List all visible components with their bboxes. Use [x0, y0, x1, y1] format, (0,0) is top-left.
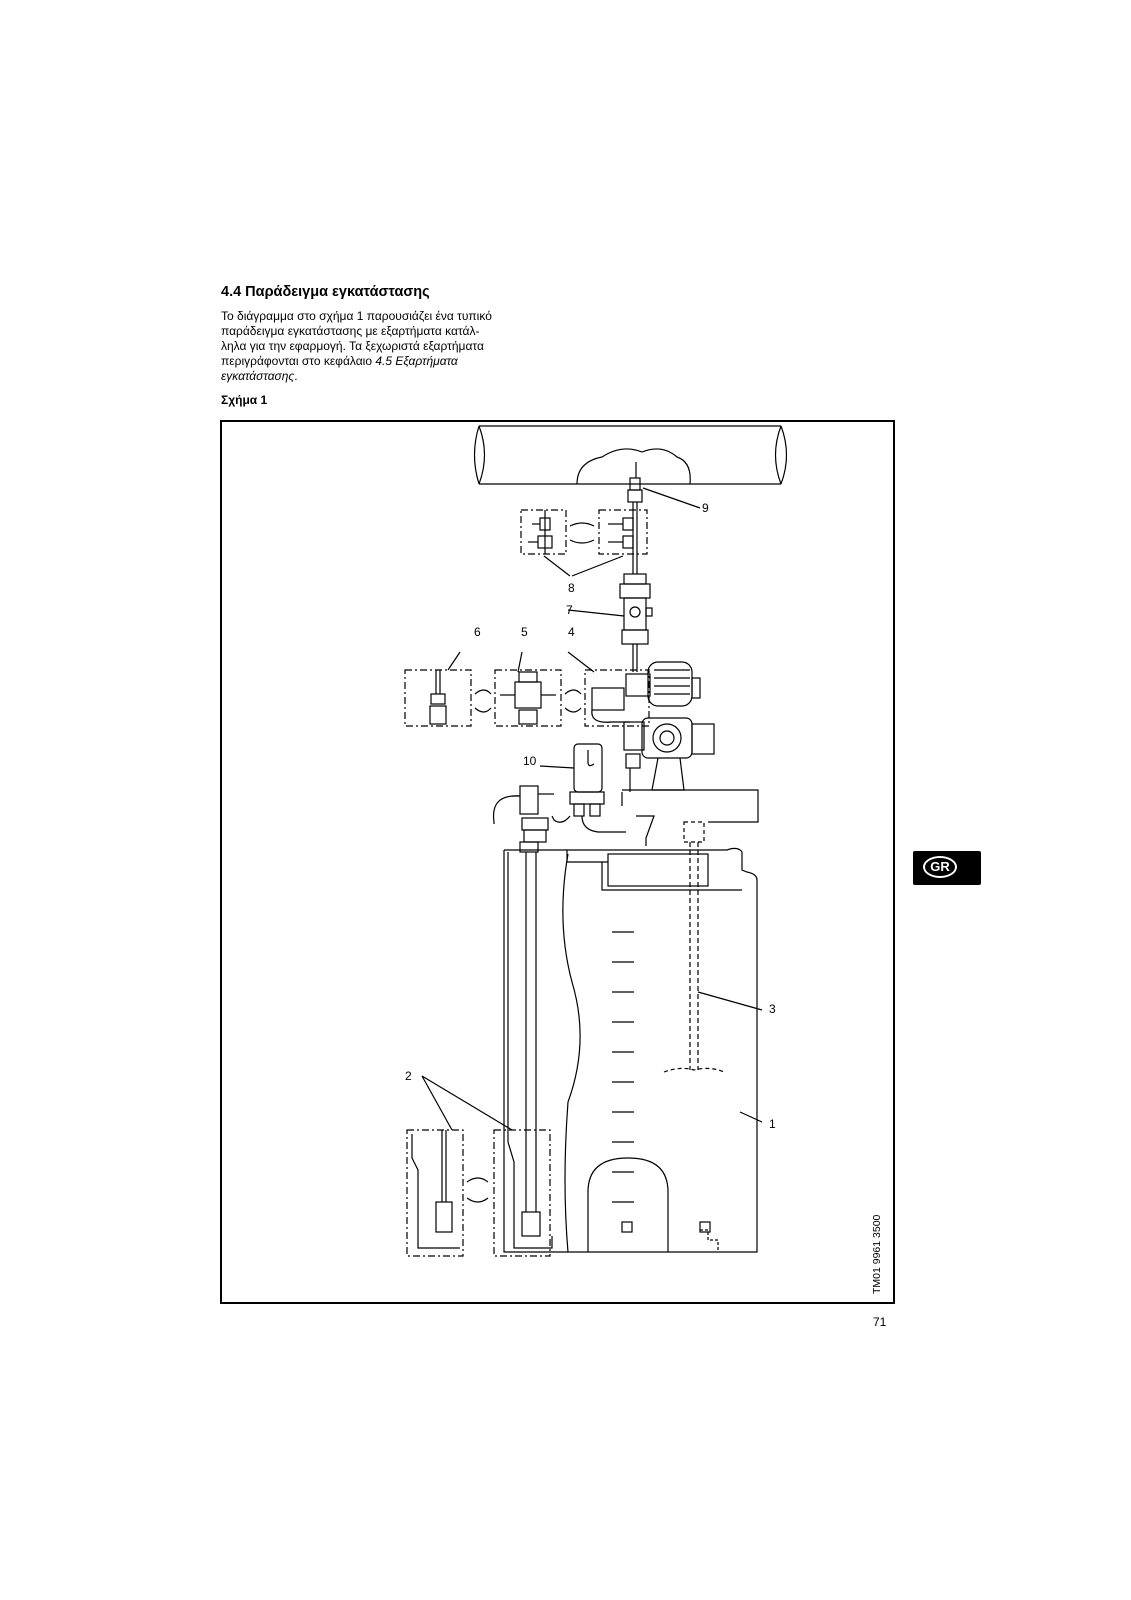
callout-6: 6 — [474, 625, 481, 639]
paragraph-end: . — [294, 369, 298, 383]
paragraph-line-1: Το διάγραμμα στο σχήμα 1 παρουσιάζει ένα… — [221, 309, 492, 323]
paragraph-line-2: παράδειγμα εγκατάστασης με εξαρτήματα κα… — [221, 324, 480, 338]
suction-pulsation-damper — [539, 743, 605, 817]
intro-paragraph: Το διάγραμμα στο σχήμα 1 παρουσιάζει ένα… — [221, 309, 551, 384]
language-badge: GR — [913, 851, 981, 885]
installation-figure: 9 8 7 6 5 4 10 3 2 1 — [220, 420, 895, 1304]
tank-lid — [621, 789, 759, 846]
chapter-reference-part1: 4.5 Εξαρτήματα — [375, 354, 458, 368]
main-pipe — [473, 425, 788, 485]
callout-10: 10 — [523, 754, 537, 768]
callout-9: 9 — [702, 501, 709, 515]
installation-diagram: 9 8 7 6 5 4 10 3 2 1 — [404, 425, 788, 1257]
dosing-pump — [623, 661, 715, 792]
pressure-loading-valve — [567, 573, 653, 672]
chapter-reference-part2: εγκατάστασης — [221, 369, 295, 383]
callout-1: 1 — [769, 1117, 776, 1131]
badge-oval — [923, 856, 957, 878]
suction-lance-head — [492, 785, 626, 853]
paragraph-line-4: περιγράφονται στο κεφάλαιο — [221, 354, 376, 368]
mixer — [663, 821, 763, 1073]
dosing-tank — [503, 847, 758, 1253]
suction-lance — [507, 852, 553, 1249]
callout-4: 4 — [568, 625, 575, 639]
language-code: GR — [930, 859, 950, 874]
callout-2: 2 — [405, 1069, 412, 1083]
callout-5: 5 — [521, 625, 528, 639]
accessory-group-456 — [404, 651, 650, 727]
page-number: 71 — [873, 1315, 887, 1329]
callout-8: 8 — [568, 581, 575, 595]
figure-label: Σχήμα 1 — [221, 393, 268, 407]
callout-3: 3 — [769, 1002, 776, 1016]
accessory-group-8 — [520, 509, 648, 577]
accessory-group-2 — [406, 1075, 551, 1257]
callout-7: 7 — [566, 603, 573, 617]
section-heading: 4.4 Παράδειγμα εγκατάστασης — [221, 284, 430, 300]
paragraph-line-3: ληλα για την εφαρμογή. Τα ξεχωριστά εξαρ… — [221, 339, 484, 353]
drawing-code: TM01 9961 3500 — [871, 1214, 883, 1294]
